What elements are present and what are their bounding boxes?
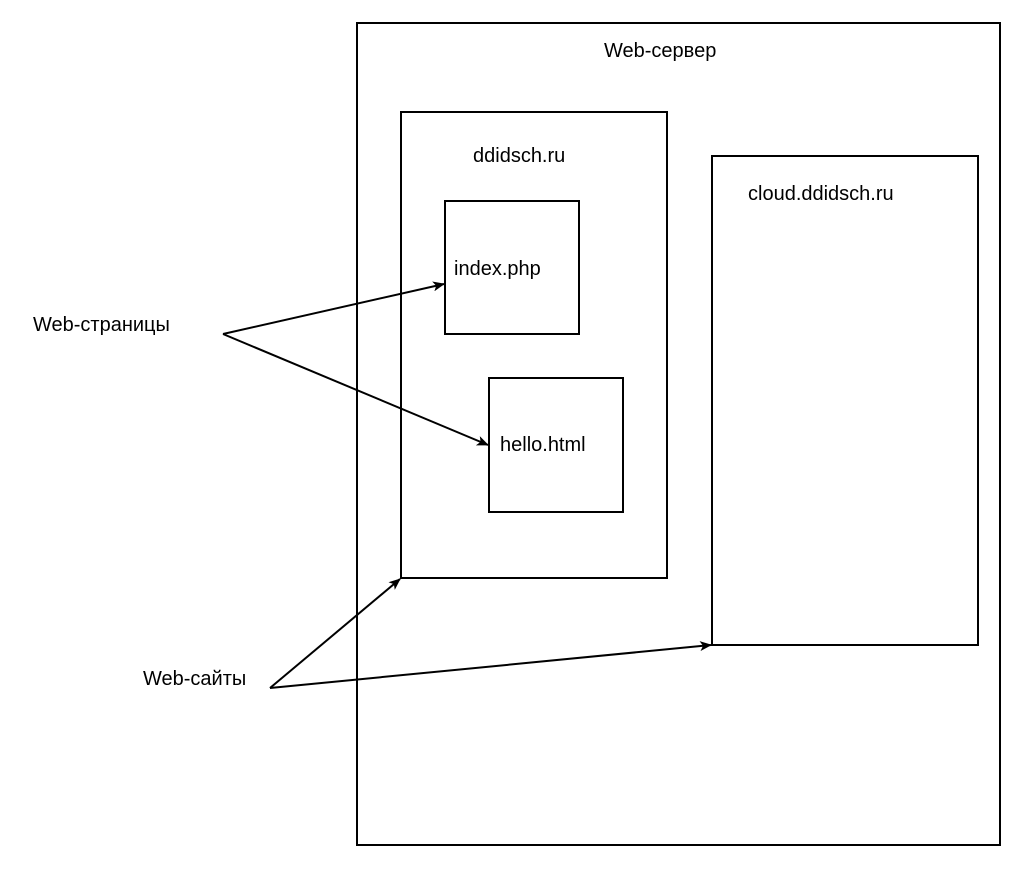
page-index-box bbox=[444, 200, 580, 335]
page-hello-box bbox=[488, 377, 624, 513]
sites-annotation: Web-сайты bbox=[143, 668, 247, 690]
web-server-label: Web-сервер bbox=[604, 40, 717, 62]
arrow-sites-to-ddidsch bbox=[269, 578, 401, 689]
site-ddidsch-box bbox=[400, 111, 668, 579]
pages-annotation: Web-страницы bbox=[33, 314, 170, 336]
arrow-pages-to-hello bbox=[222, 333, 489, 446]
site-ddidsch-label: ddidsch.ru bbox=[473, 145, 566, 167]
web-server-box bbox=[356, 22, 1001, 846]
page-hello-label: hello.html bbox=[500, 434, 586, 456]
page-index-label: index.php bbox=[454, 258, 541, 280]
site-cloud-label: cloud.ddidsch.ru bbox=[748, 183, 894, 205]
arrow-sites-to-cloud bbox=[269, 641, 712, 689]
site-cloud-box bbox=[711, 155, 979, 646]
arrow-pages-to-index bbox=[222, 281, 445, 335]
